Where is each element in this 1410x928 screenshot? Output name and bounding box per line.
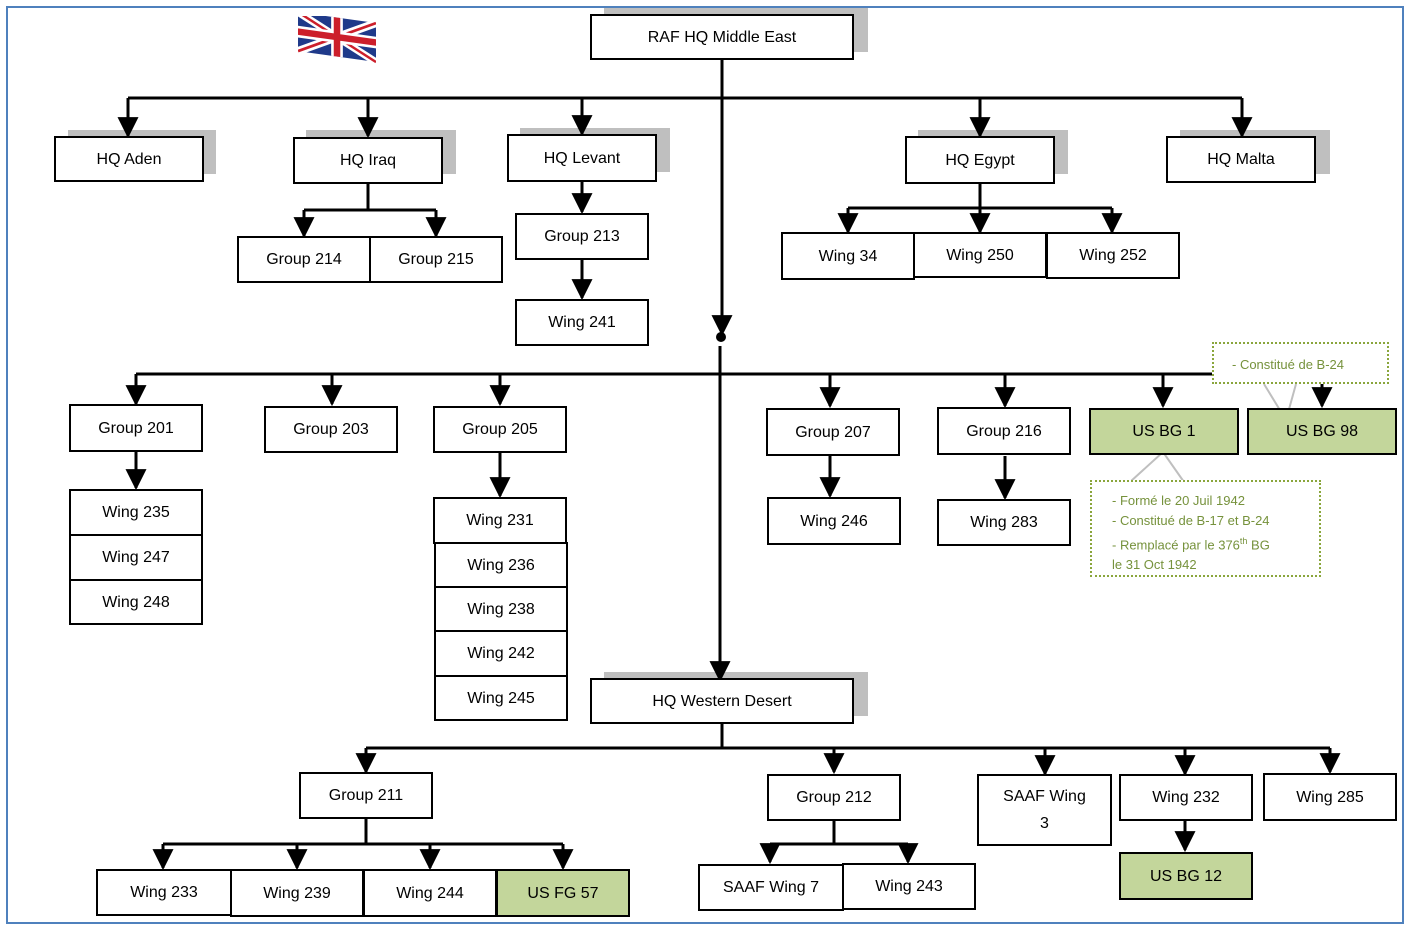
wing-241-box: Wing 241 [515,299,649,346]
group-215-box: Group 215 [369,236,503,283]
note-line: - Constitué de B-17 et B-24 [1112,513,1270,528]
group-207-box: Group 207 [766,408,900,456]
box-label: SAAF Wing [1003,788,1086,805]
wing-252-box: Wing 252 [1046,232,1180,279]
note-text: BG [1247,537,1270,553]
union-jack-flag-icon [298,16,376,66]
us-fg-57-box: US FG 57 [496,869,630,917]
group-214-box: Group 214 [237,236,371,283]
saaf-wing-7-box: SAAF Wing 7 [698,864,844,911]
wing-247-box: Wing 247 [69,534,203,581]
wing-243-box: Wing 243 [842,863,976,910]
hq-aden-box: HQ Aden [54,136,204,182]
wing-236-box: Wing 236 [434,542,568,588]
wing-246-box: Wing 246 [767,497,901,545]
wing-244-box: Wing 244 [363,869,497,917]
wing-239-box: Wing 239 [230,869,364,917]
box-label: 3 [1040,815,1049,832]
us-bg-12-box: US BG 12 [1119,852,1253,900]
group-203-box: Group 203 [264,406,398,453]
wing-233-box: Wing 233 [96,869,232,916]
hq-iraq-box: HQ Iraq [293,137,443,184]
wing-235-box: Wing 235 [69,489,203,536]
wing-285-box: Wing 285 [1263,773,1397,821]
saaf-wing-3-box: SAAF Wing 3 [977,774,1112,846]
group-211-box: Group 211 [299,772,433,819]
wing-231-box: Wing 231 [433,497,567,544]
group-213-box: Group 213 [515,213,649,260]
wing-242-box: Wing 242 [434,630,568,677]
wing-34-box: Wing 34 [781,232,915,280]
us-bg-1-note: - Formé le 20 Juil 1942 - Constitué de B… [1090,480,1321,577]
note-line: le 31 Oct 1942 [1112,557,1197,573]
group-205-box: Group 205 [433,406,567,453]
hq-western-desert-box: HQ Western Desert [590,678,854,724]
note-superscript: th [1239,536,1248,546]
group-216-box: Group 216 [937,407,1071,455]
us-bg-98-note: - Constitué de B-24 [1212,342,1389,384]
wing-232-box: Wing 232 [1119,774,1253,821]
hq-levant-box: HQ Levant [507,134,657,182]
wing-250-box: Wing 250 [913,232,1047,278]
hq-malta-box: HQ Malta [1166,136,1316,183]
group-201-box: Group 201 [69,404,203,452]
wing-283-box: Wing 283 [937,499,1071,546]
note-line: - Remplacé par le 376th BG [1112,531,1319,555]
raf-hq-middle-east-box: RAF HQ Middle East [590,14,854,60]
hq-egypt-box: HQ Egypt [905,136,1055,184]
note-text: - Remplacé par le 376 [1112,537,1240,553]
note-line: - Constitué de B-24 [1232,357,1345,372]
wing-248-box: Wing 248 [69,579,203,625]
note-line: - Formé le 20 Juil 1942 [1112,493,1245,508]
us-bg-1-box: US BG 1 [1089,408,1239,455]
wing-245-box: Wing 245 [434,675,568,721]
wing-238-box: Wing 238 [434,586,568,633]
page-frame [6,6,1404,924]
us-bg-98-box: US BG 98 [1247,408,1397,455]
group-212-box: Group 212 [767,774,901,821]
